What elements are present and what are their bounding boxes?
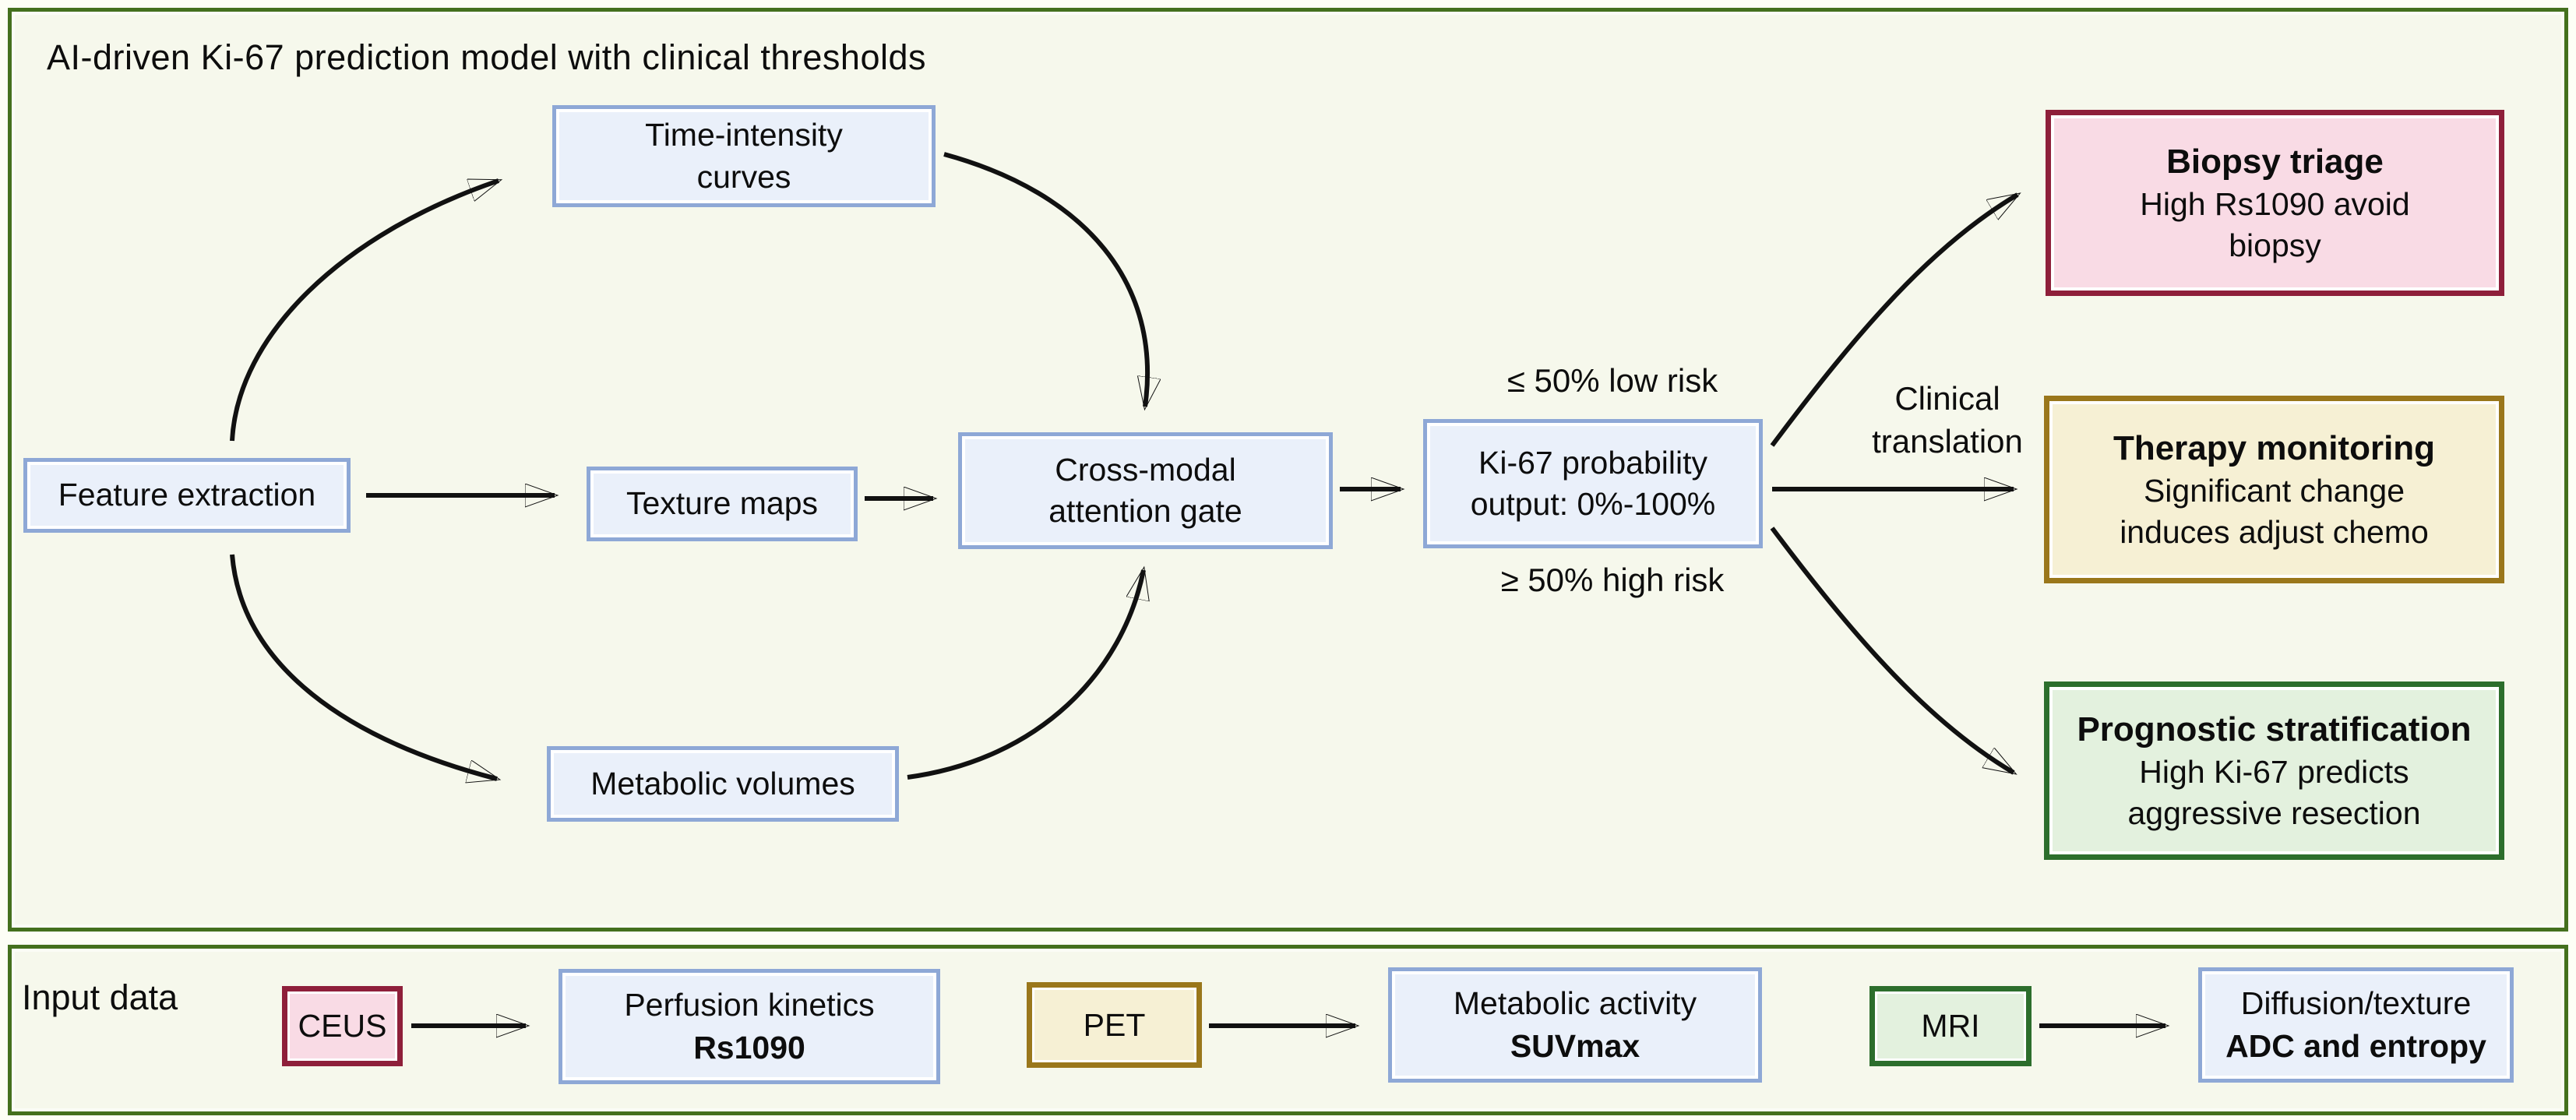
modality-ceus: CEUS (282, 986, 403, 1066)
input-data-label: Input data (22, 977, 178, 1017)
feature-metric: ADC and entropy (2225, 1028, 2486, 1064)
feature-diffusion-texture: Diffusion/texture ADC and entropy (2198, 967, 2514, 1083)
modality-mri: MRI (1869, 986, 2032, 1066)
outcome-desc: Significant change induces adjust chemo (2120, 472, 2429, 551)
feature-perfusion-kinetics: Perfusion kinetics Rs1090 (559, 969, 940, 1084)
node-time-intensity-curves: Time-intensity curves (552, 105, 936, 207)
outcome-title: Biopsy triage (2166, 142, 2384, 181)
label-clinical-translation: Clinical translation (1872, 380, 2023, 460)
outcome-title: Prognostic stratification (2077, 710, 2472, 748)
outcome-title: Therapy monitoring (2113, 428, 2436, 467)
outcome-desc: High Rs1090 avoid biopsy (2140, 185, 2410, 264)
outcome-therapy-monitoring: Therapy monitoring Significant change in… (2044, 396, 2504, 583)
label-high-risk-threshold: ≥ 50% high risk (1500, 562, 1725, 598)
node-ki67-output: Ki-67 probability output: 0%-100% (1423, 419, 1763, 548)
figure-title: AI-driven Ki-67 prediction model with cl… (47, 37, 927, 77)
node-feature-extraction: Feature extraction (23, 458, 351, 533)
feature-metric: Rs1090 (693, 1030, 805, 1065)
outcome-prognostic-stratification: Prognostic stratification High Ki-67 pre… (2044, 682, 2504, 860)
node-attention-gate: Cross-modal attention gate (958, 432, 1333, 549)
node-metabolic-volumes: Metabolic volumes (547, 746, 899, 822)
feature-metabolic-activity: Metabolic activity SUVmax (1388, 967, 1762, 1083)
outcome-desc: High Ki-67 predicts aggressive resection (2127, 753, 2421, 832)
feature-label: Metabolic activity (1453, 984, 1697, 1021)
feature-metric: SUVmax (1510, 1028, 1640, 1064)
feature-label: Diffusion/texture (2240, 984, 2472, 1021)
node-texture-maps: Texture maps (587, 467, 858, 541)
modality-pet: PET (1027, 982, 1202, 1068)
outcome-biopsy-triage: Biopsy triage High Rs1090 avoid biopsy (2046, 110, 2504, 296)
label-low-risk-threshold: ≤ 50% low risk (1506, 362, 1718, 399)
feature-label: Perfusion kinetics (624, 986, 875, 1023)
